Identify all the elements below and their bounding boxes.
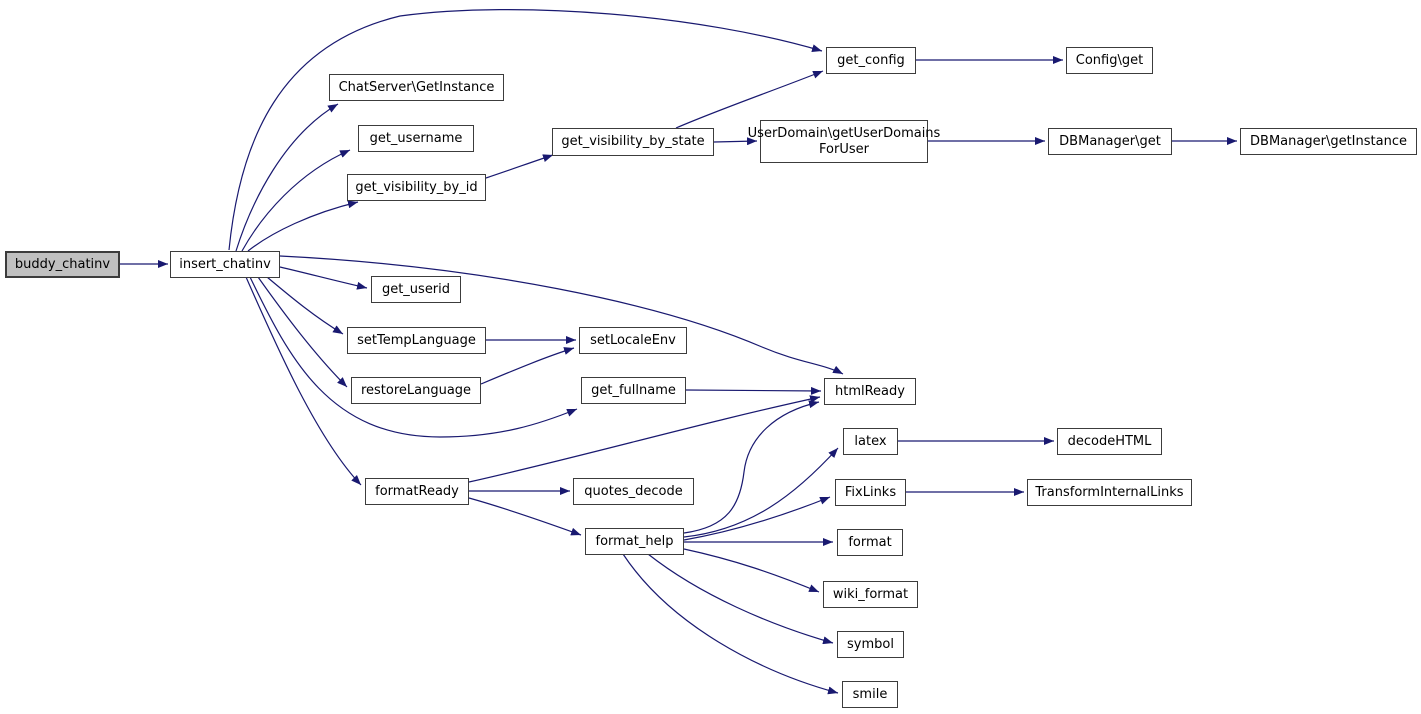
node-format[interactable]: format (837, 529, 903, 556)
edge-insert_chatinv-to-restorelanguage (257, 276, 348, 388)
node-transforminternallinks[interactable]: TransformInternalLinks (1027, 479, 1192, 506)
node-fixlinks[interactable]: FixLinks (835, 479, 906, 506)
node-smile[interactable]: smile (842, 681, 898, 708)
node-settemplanguage[interactable]: setTempLanguage (347, 327, 486, 354)
edge-formatready-to-format_help (468, 497, 582, 536)
edge-format_help-to-latex (683, 447, 839, 538)
edge-get_visibility_by_id-to-get_visibility_by_state (485, 154, 554, 179)
node-get_fullname[interactable]: get_fullname (581, 377, 686, 404)
node-restorelanguage[interactable]: restoreLanguage (351, 377, 481, 404)
node-decodehtml[interactable]: decodeHTML (1057, 428, 1162, 455)
edge-insert_chatinv-to-formatready (245, 276, 362, 486)
node-get_visibility_by_state[interactable]: get_visibility_by_state (552, 128, 714, 156)
edge-insert_chatinv-to-get_userid (279, 266, 368, 290)
edge-insert_chatinv-to-chatserver_getinstance (235, 103, 339, 252)
edge-get_fullname-to-htmlready (685, 386, 822, 395)
edge-format_help-to-symbol (647, 553, 834, 645)
node-userdomain_getuserdomainsforuser[interactable]: UserDomain\getUserDomains ForUser (748, 120, 940, 163)
node-htmlready[interactable]: htmlReady (824, 378, 916, 405)
edge-format_help-to-wiki_format (683, 548, 820, 593)
node-format_help[interactable]: format_help (585, 528, 684, 555)
node-buddy_chatinv[interactable]: buddy_chatinv (5, 251, 120, 278)
edge-insert_chatinv-to-get_visibility_by_id (247, 200, 359, 252)
edge-insert_chatinv-to-get_username (241, 149, 351, 252)
node-config_get[interactable]: Config\get (1066, 47, 1153, 74)
edge-restorelanguage-to-setlocaleenv (480, 347, 575, 385)
edge-get_visibility_by_state-to-userdomain_getuserdomainsforuser (713, 137, 758, 146)
edge-formatready-to-htmlready (468, 395, 821, 483)
edge-insert_chatinv-to-settemplanguage (266, 276, 344, 335)
node-get_visibility_by_id[interactable]: get_visibility_by_id (347, 174, 486, 201)
edge-format_help-to-smile (622, 553, 839, 695)
edge-get_visibility_by_state-to-get_config (675, 70, 824, 129)
node-dbmanager_get[interactable]: DBManager\get (1048, 128, 1172, 155)
node-get_config[interactable]: get_config (826, 47, 916, 74)
node-get_userid[interactable]: get_userid (371, 276, 461, 303)
node-formatready[interactable]: formatReady (365, 478, 469, 505)
node-latex[interactable]: latex (843, 428, 898, 455)
edge-insert_chatinv-to-get_fullname (249, 276, 578, 438)
edge-format_help-to-fixlinks (683, 496, 831, 541)
node-insert_chatinv[interactable]: insert_chatinv (170, 251, 280, 278)
node-quotes_decode[interactable]: quotes_decode (573, 478, 694, 505)
node-setlocaleenv[interactable]: setLocaleEnv (579, 327, 687, 354)
edge-insert_chatinv-to-get_config (228, 9, 823, 251)
node-get_username[interactable]: get_username (358, 125, 474, 152)
edge-format_help-to-htmlready (683, 400, 820, 534)
node-symbol[interactable]: symbol (837, 631, 904, 658)
node-dbmanager_getinstance[interactable]: DBManager\getInstance (1240, 128, 1417, 155)
node-chatserver_getinstance[interactable]: ChatServer\GetInstance (329, 74, 504, 101)
node-wiki_format[interactable]: wiki_format (823, 581, 918, 608)
edge-insert_chatinv-to-htmlready (279, 255, 844, 375)
